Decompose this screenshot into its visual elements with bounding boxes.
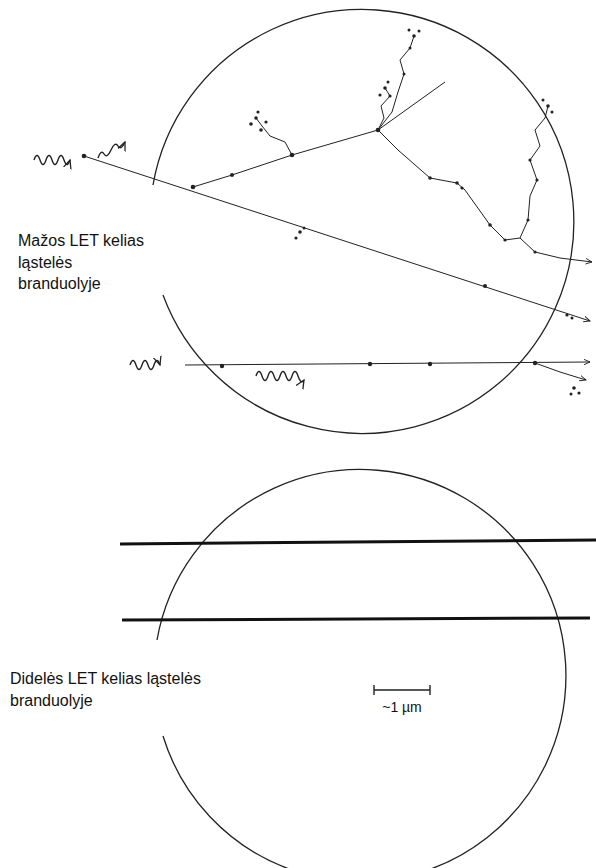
ionisation-cluster-circle	[526, 218, 529, 221]
ionisation-cluster-circle	[488, 223, 492, 227]
ionisation-cluster-circle	[82, 154, 87, 159]
nucleus-outline-path	[153, 9, 574, 433]
ionisation-cluster-circle	[290, 153, 295, 158]
ionisation-cluster-circle	[428, 362, 432, 366]
electron-track-path	[185, 362, 590, 365]
ionisation-cluster-circle	[503, 238, 506, 241]
ionisation-cluster-circle	[551, 111, 554, 114]
ionisation-cluster	[82, 29, 581, 396]
ionisation-cluster-circle	[388, 94, 391, 97]
ionisation-cluster-circle	[220, 364, 224, 368]
ionisation-cluster-circle	[383, 86, 387, 90]
nucleus-outline	[153, 9, 574, 868]
ionisation-cluster-circle	[256, 110, 259, 113]
ionisation-cluster-circle	[254, 116, 258, 120]
high-let-track-path	[122, 618, 590, 620]
ionisation-cluster-circle	[565, 313, 568, 316]
ionisation-cluster-circle	[455, 181, 459, 185]
electron-track-path	[378, 88, 390, 130]
electron-track-path	[256, 118, 292, 155]
ionisation-cluster-circle	[264, 120, 267, 123]
photon-symbol-path	[130, 361, 160, 370]
high-let-track	[120, 540, 596, 620]
ionisation-cluster-circle	[533, 250, 536, 253]
scale-bar	[374, 685, 430, 695]
ionisation-cluster-circle	[249, 122, 253, 126]
ionisation-cluster-circle	[542, 99, 545, 102]
ionisation-cluster-circle	[230, 173, 234, 177]
ionisation-cluster-circle	[460, 186, 463, 189]
ionisation-cluster-circle	[418, 30, 421, 33]
track-label: Mažos LET kelias ląstelės branduolyje	[18, 230, 158, 295]
electron-track-path	[378, 36, 414, 130]
electron-track	[84, 36, 592, 380]
ionisation-cluster-circle	[368, 362, 372, 366]
ionisation-cluster-circle	[298, 230, 302, 234]
ionisation-cluster-circle	[412, 34, 416, 38]
ionisation-cluster-circle	[572, 386, 576, 390]
ionisation-cluster-circle	[378, 93, 381, 96]
ionisation-cluster-circle	[428, 176, 432, 180]
scale-label: ~1 µm	[368, 698, 436, 717]
ionisation-cluster-circle	[191, 185, 196, 190]
electron-track-path	[535, 363, 586, 380]
photon-symbol-path	[256, 372, 304, 382]
ionisation-cluster-circle	[259, 128, 263, 132]
ionisation-cluster-circle	[533, 361, 537, 365]
electron-track-path	[378, 130, 592, 262]
ionisation-cluster-circle	[303, 227, 306, 230]
ionisation-cluster-circle	[409, 47, 412, 50]
ionisation-cluster-circle	[535, 178, 538, 181]
ionisation-cluster-circle	[376, 128, 381, 133]
photon-symbol	[34, 142, 304, 382]
ionisation-cluster-circle	[387, 81, 390, 84]
ionisation-cluster-circle	[483, 284, 487, 288]
scale-bar-path	[374, 685, 430, 695]
photon-symbol-path	[34, 156, 70, 165]
ionisation-cluster-circle	[570, 393, 573, 396]
electron-track-path	[193, 82, 445, 187]
electron-track-path	[520, 106, 548, 238]
ionisation-cluster-circle	[571, 317, 574, 320]
ionisation-cluster-circle	[528, 158, 531, 161]
ionisation-cluster-circle	[408, 29, 411, 32]
ionisation-cluster-circle	[403, 73, 406, 76]
ionisation-cluster-circle	[577, 391, 580, 394]
ionisation-cluster-circle	[546, 104, 550, 108]
track-label: Didelės LET kelias ląstelės branduolyje	[10, 668, 205, 711]
nucleus-outline-path	[157, 470, 566, 868]
photon-symbol-path	[98, 142, 125, 158]
ionisation-cluster-circle	[294, 236, 297, 239]
high-let-track-path	[120, 540, 596, 544]
